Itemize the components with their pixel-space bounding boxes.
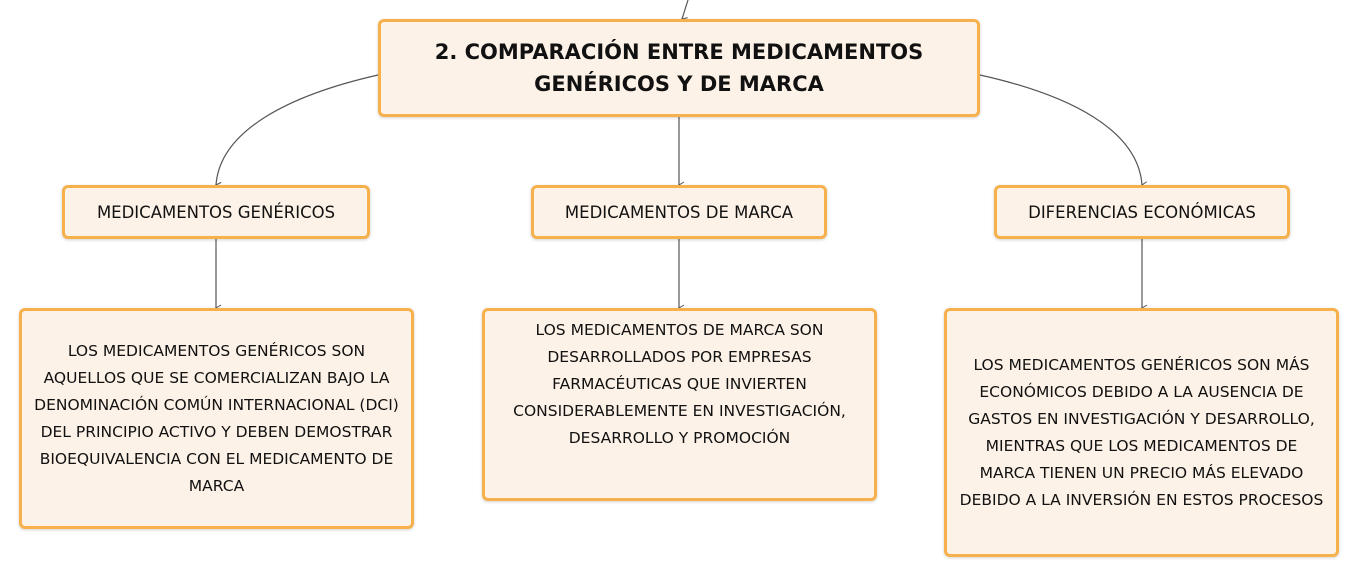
category-label-diferencias: DIFERENCIAS ECONÓMICAS bbox=[1028, 202, 1256, 222]
detail-text-marca: LOS MEDICAMENTOS DE MARCA SON DESARROLLA… bbox=[513, 321, 846, 447]
category-node-genericos[interactable]: MEDICAMENTOS GENÉRICOS bbox=[62, 185, 370, 239]
detail-node-diferencias[interactable]: LOS MEDICAMENTOS GENÉRICOS SON MÁS ECONÓ… bbox=[944, 308, 1339, 557]
detail-node-genericos[interactable]: LOS MEDICAMENTOS GENÉRICOS SON AQUELLOS … bbox=[19, 308, 414, 529]
connector-parent-to-root bbox=[681, 0, 689, 24]
category-node-marca[interactable]: MEDICAMENTOS DE MARCA bbox=[531, 185, 827, 239]
category-node-diferencias[interactable]: DIFERENCIAS ECONÓMICAS bbox=[994, 185, 1290, 239]
connector-root-to-diferencias bbox=[979, 74, 1148, 189]
detail-text-diferencias: LOS MEDICAMENTOS GENÉRICOS SON MÁS ECONÓ… bbox=[959, 355, 1324, 509]
root-topic-title: 2. COMPARACIÓN ENTRE MEDICAMENTOS GENÉRI… bbox=[434, 40, 924, 96]
root-topic-node[interactable]: 2. COMPARACIÓN ENTRE MEDICAMENTOS GENÉRI… bbox=[378, 19, 980, 117]
category-label-genericos: MEDICAMENTOS GENÉRICOS bbox=[96, 202, 336, 222]
category-label-marca: MEDICAMENTOS DE MARCA bbox=[564, 202, 794, 222]
connector-root-to-genericos bbox=[215, 74, 379, 189]
detail-node-marca[interactable]: LOS MEDICAMENTOS DE MARCA SON DESARROLLA… bbox=[482, 308, 877, 501]
detail-text-genericos: LOS MEDICAMENTOS GENÉRICOS SON AQUELLOS … bbox=[34, 341, 399, 495]
